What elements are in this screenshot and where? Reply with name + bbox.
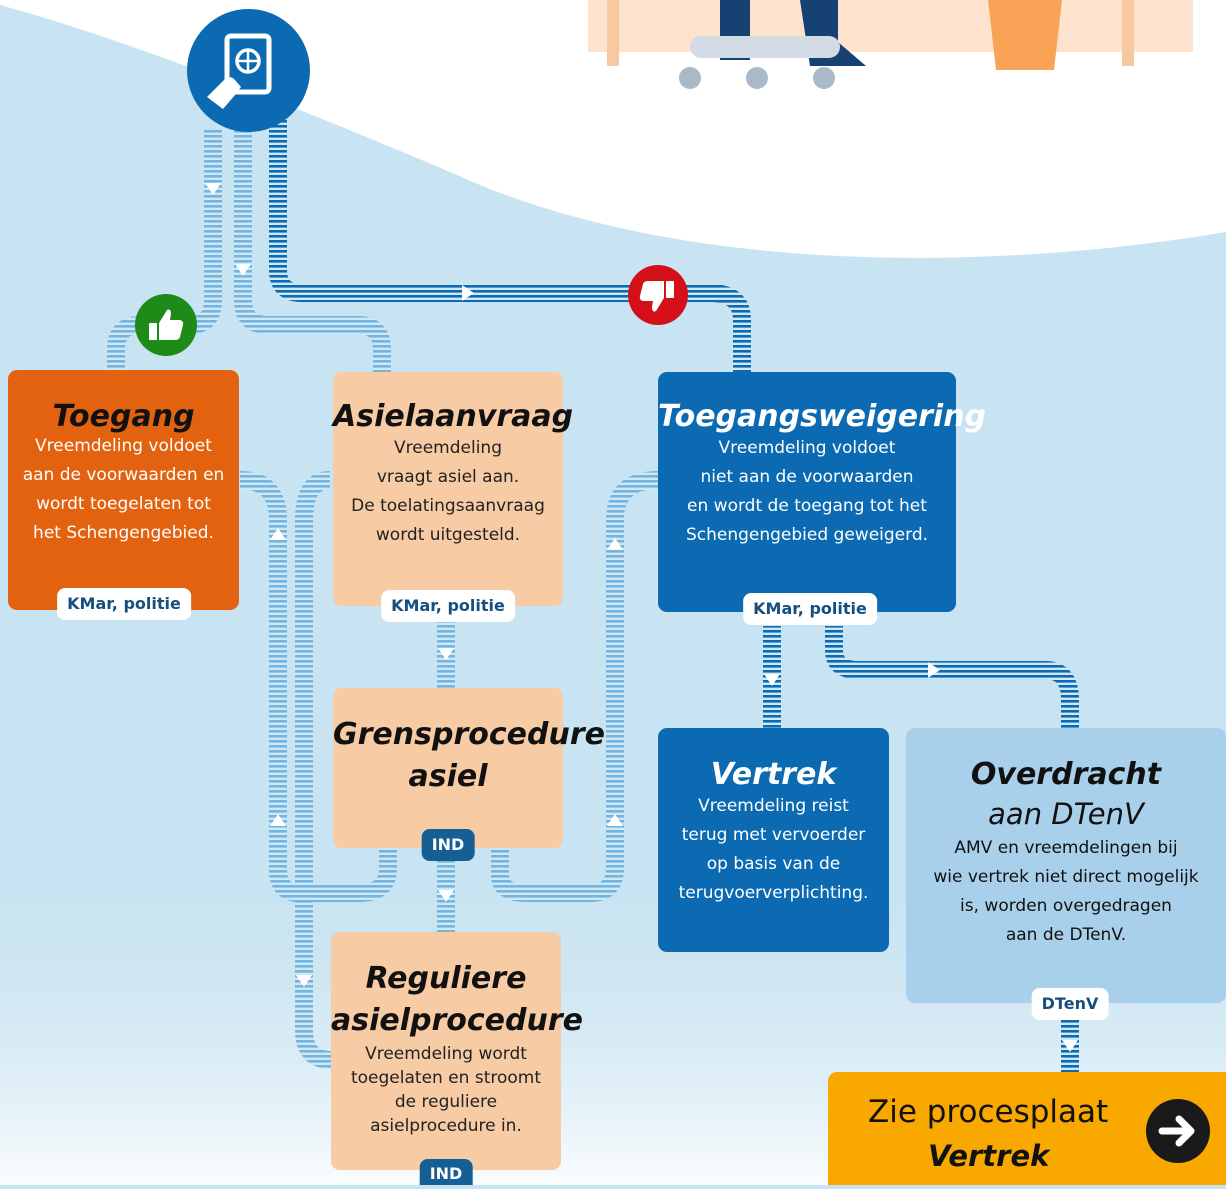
asielaanvraag-actor-tag: KMar, politie [381, 590, 515, 622]
regulier-line-3: de reguliere [394, 1092, 498, 1112]
desk-illustration [588, 0, 1193, 89]
flow-to-toegangsweigering [269, 118, 751, 372]
cta-line-1: Zie procesplaat [868, 1094, 1109, 1130]
toegangsweigering-title: Toegangsweigering [658, 399, 987, 434]
grensprocedure-box: Grensprocedure asiel [333, 688, 605, 848]
vertrek-box: Vertrek Vreemdeling reist terug met verv… [658, 728, 889, 952]
toegang-line-2: aan de voorwaarden en [22, 465, 225, 485]
regulier-line-1: Vreemdeling wordt [365, 1044, 527, 1064]
toegang-line-3: wordt toegelaten tot [36, 494, 211, 514]
toegangsweigering-actor-tag: KMar, politie [743, 593, 877, 625]
asielaanvraag-line-2: vraagt asiel aan. [376, 467, 520, 487]
overdracht-box: Overdracht aan DTenV AMV en vreemdelinge… [906, 728, 1226, 1003]
cta-line-2: Vertrek [928, 1139, 1050, 1173]
asielaanvraag-title: Asielaanvraag [333, 399, 574, 434]
regulier-title-line-2: asielprocedure [331, 1003, 583, 1038]
arrow-right-icon[interactable] [1146, 1099, 1210, 1163]
overdracht-line-2: wie vertrek niet direct mogelijk [933, 867, 1199, 887]
toegang-line-1: Vreemdeling voldoet [35, 436, 212, 456]
grensprocedure-title-line-2: asiel [408, 759, 488, 794]
regulier-line-2: toegelaten en stroomt [350, 1068, 542, 1088]
vertrek-line-4: terugvoerverplichting. [678, 883, 869, 903]
flow-arrowheads [205, 183, 1078, 1052]
thumbs-down-icon [628, 265, 688, 325]
vertrek-line-3: op basis van de [706, 854, 841, 874]
overdracht-line-3: is, worden overgedragen [960, 896, 1172, 916]
grensprocedure-title-line-1: Grensprocedure [333, 717, 605, 752]
regulier-line-4: asielprocedure in. [370, 1116, 522, 1136]
regulier-box: Reguliere asielprocedure Vreemdeling wor… [331, 932, 583, 1170]
vertrek-line-2: terug met vervoerder [681, 825, 866, 845]
flow-to-asielaanvraag [234, 130, 391, 372]
regulier-actor-tag: IND [419, 1159, 473, 1185]
thumbs-up-icon [135, 294, 197, 356]
asielaanvraag-box: Asielaanvraag Vreemdeling vraagt asiel a… [333, 372, 574, 606]
toegangsweigering-line-2: niet aan de voorwaarden [700, 467, 914, 487]
overdracht-line-1: AMV en vreemdelingen bij [954, 838, 1178, 858]
vertrek-title: Vertrek [710, 757, 837, 792]
overdracht-line-4: aan de DTenV. [1005, 925, 1127, 945]
toegangsweigering-line-4: Schengengebied geweigerd. [685, 525, 929, 545]
toegang-actor-tag: KMar, politie [57, 588, 191, 620]
toegangsweigering-line-3: en wordt de toegang tot het [687, 496, 927, 516]
passport-icon [187, 9, 310, 132]
overdracht-subtitle: aan DTenV [988, 797, 1144, 831]
asielaanvraag-line-1: Vreemdeling [394, 438, 502, 458]
flow-toegang-to-regulier [239, 471, 397, 902]
toegangsweigering-box: Toegangsweigering Vreemdeling voldoet ni… [658, 372, 987, 612]
flow-asiel-to-regulier [295, 471, 333, 1069]
asielaanvraag-line-3: De toelatingsaanvraag [351, 496, 545, 516]
procesplaat-vertrek-link[interactable]: Zie procesplaat Vertrek [828, 1072, 1226, 1185]
toegang-line-4: het Schengengebied. [33, 523, 214, 543]
regulier-title-line-1: Reguliere [365, 961, 527, 996]
grensprocedure-actor-tag: IND [421, 829, 475, 861]
overdracht-actor-tag: DTenV [1031, 988, 1109, 1020]
asielaanvraag-line-4: wordt uitgesteld. [375, 525, 521, 545]
overdracht-title: Overdracht [970, 757, 1162, 792]
toegangsweigering-line-1: Vreemdeling voldoet [718, 438, 896, 458]
vertrek-line-1: Vreemdeling reist [698, 796, 849, 816]
toegang-box: Toegang Vreemdeling voldoet aan de voorw… [8, 370, 239, 610]
toegang-title: Toegang [52, 399, 195, 434]
flow-grens-to-weigering [491, 471, 659, 902]
flow-weigering-to-overdracht [825, 626, 1079, 728]
